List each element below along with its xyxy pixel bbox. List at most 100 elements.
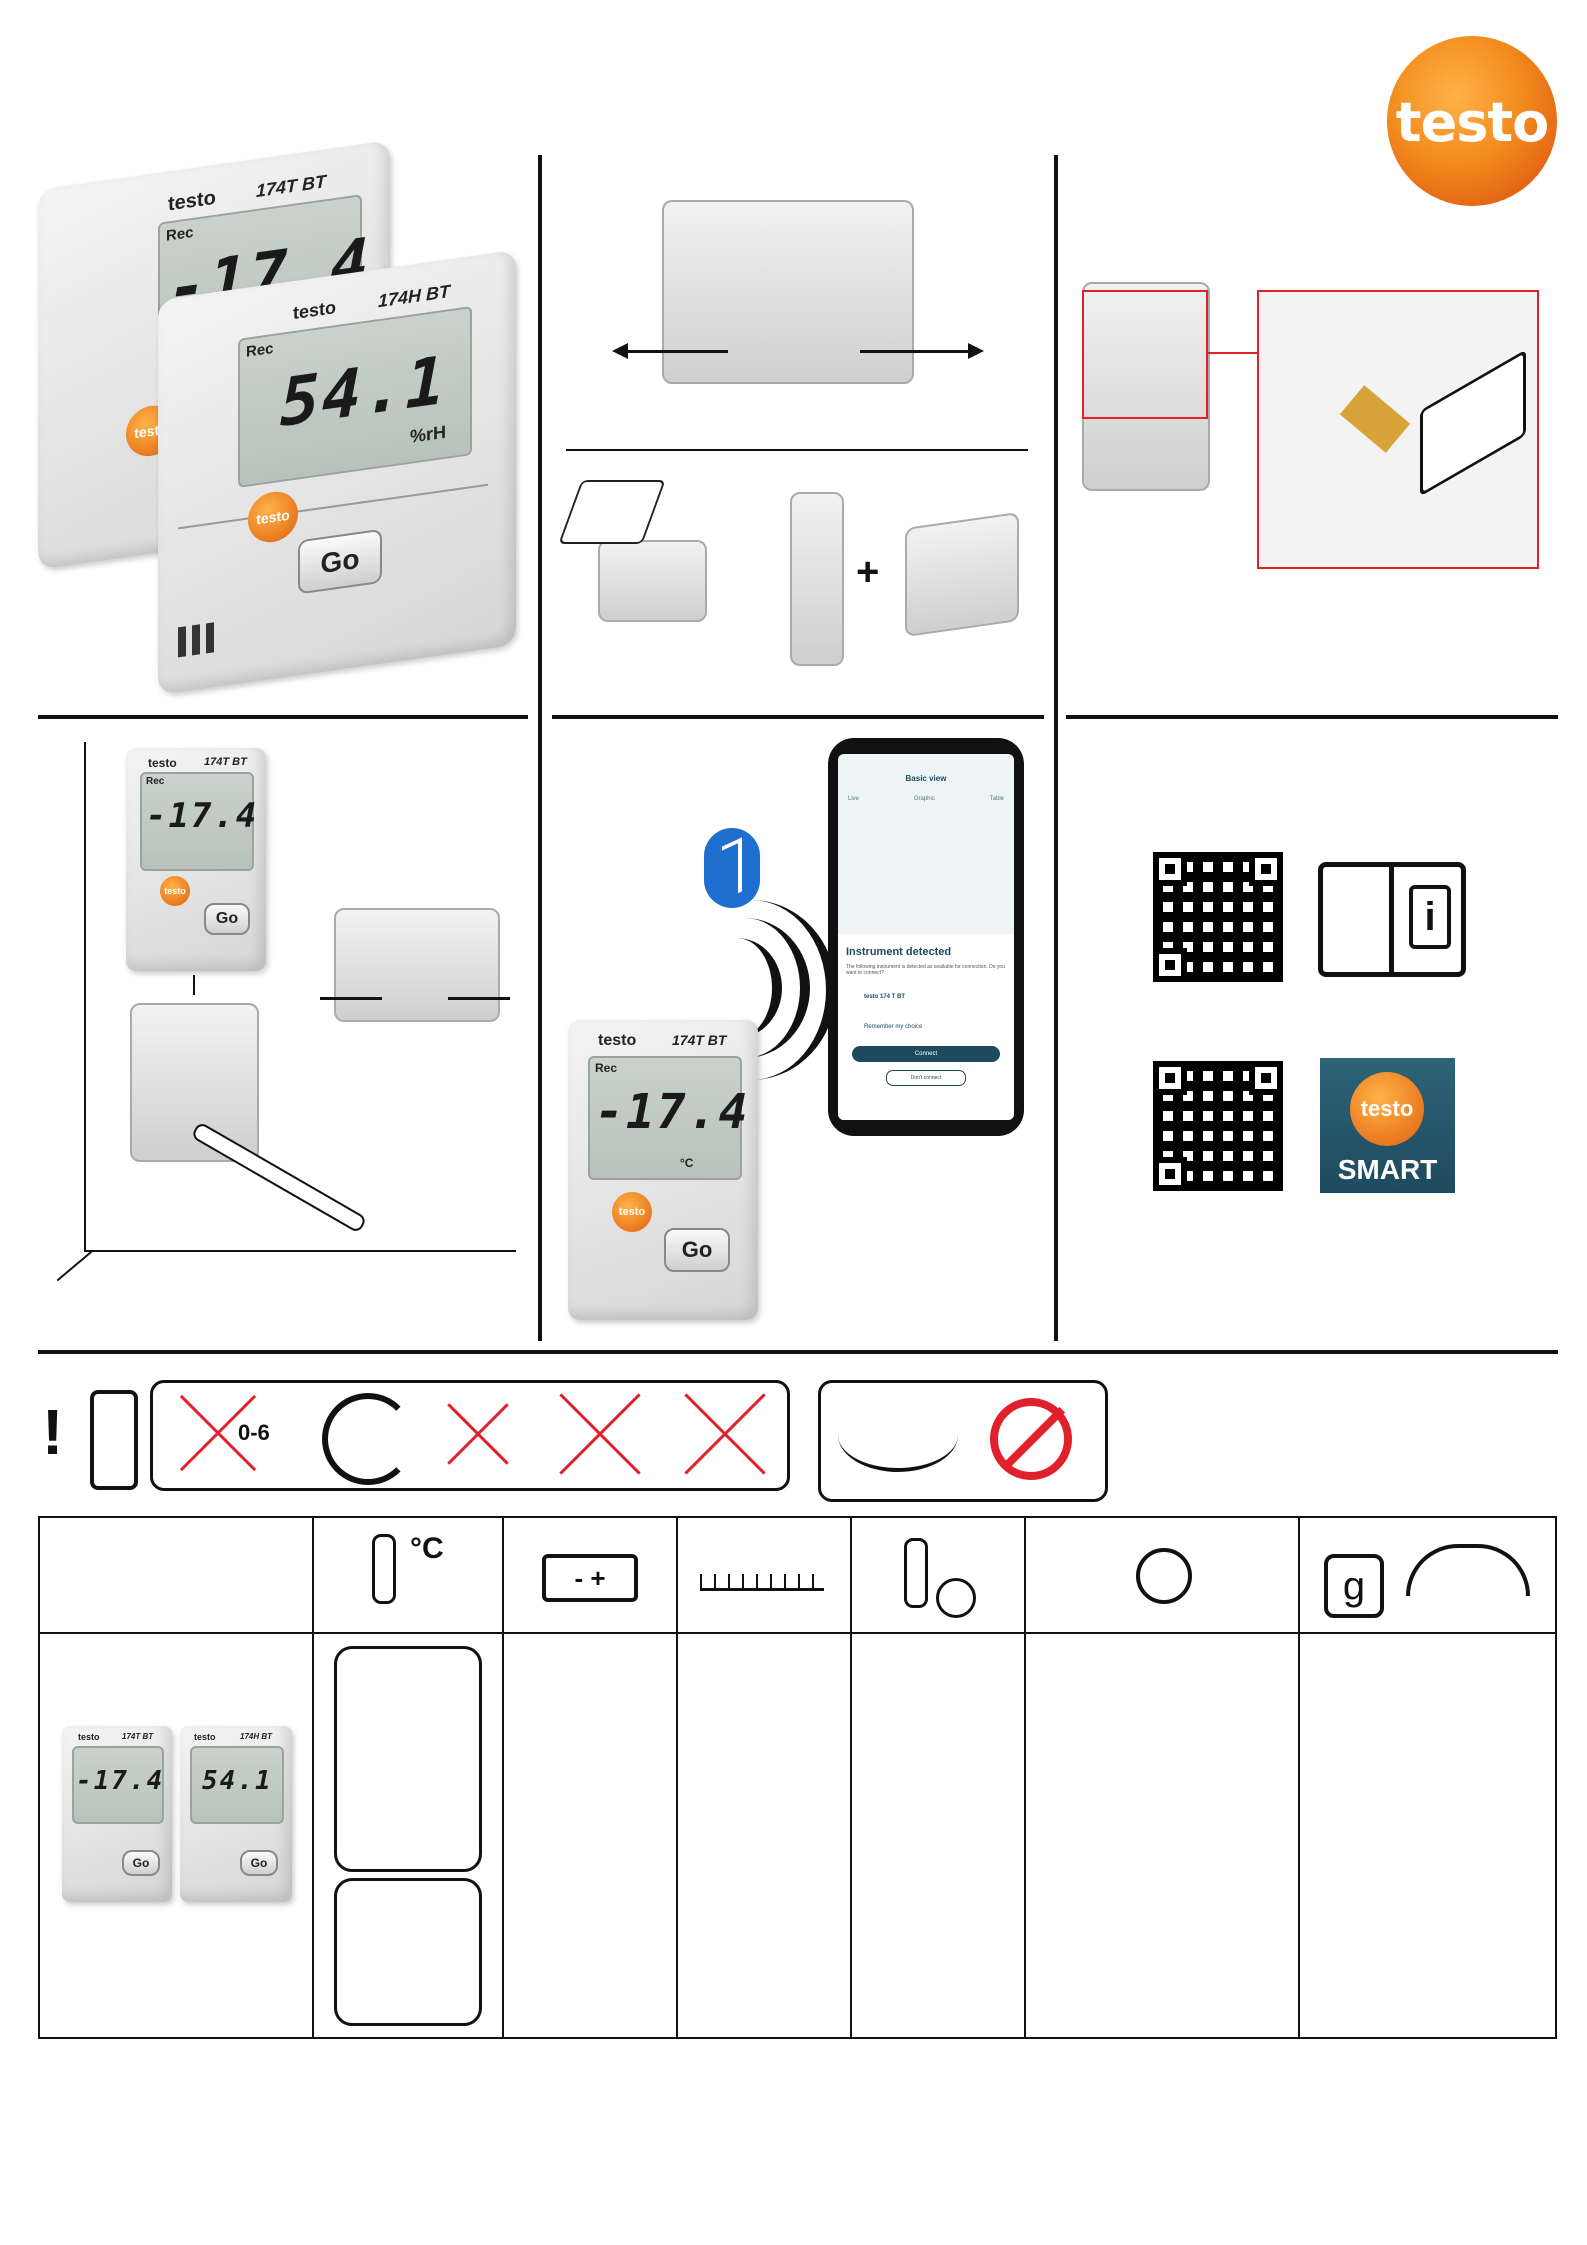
connector-line bbox=[1206, 352, 1258, 354]
divider-h1c bbox=[1066, 715, 1558, 719]
dont-connect-button[interactable]: Don't connect bbox=[886, 1070, 966, 1086]
device-model: 174H BT bbox=[378, 281, 451, 312]
device-lcd: Rec 54.1 %rH bbox=[238, 306, 472, 488]
lcd-rec: Rec bbox=[166, 223, 194, 245]
battery-warnings-box bbox=[150, 1380, 790, 1491]
tab-live[interactable]: Live bbox=[848, 796, 860, 802]
phone-header: Basic view bbox=[905, 774, 947, 783]
phone-tabs: Live Graphic Table bbox=[848, 796, 1004, 802]
device-go-button[interactable]: Go bbox=[664, 1228, 730, 1272]
warning-exclamation-icon: ! bbox=[42, 1396, 64, 1468]
arrow-left bbox=[618, 350, 728, 353]
wall-line-diag bbox=[56, 1250, 93, 1282]
divider-v2 bbox=[1054, 155, 1058, 1341]
crosshair-icon bbox=[1136, 1548, 1192, 1604]
device-top-small bbox=[334, 908, 500, 1022]
arrow-in-left bbox=[320, 997, 382, 1000]
qr-code-manual[interactable] bbox=[1153, 852, 1283, 982]
device-small bbox=[598, 540, 707, 622]
lcd-rec: Rec bbox=[146, 776, 165, 787]
no-short-circuit-icon bbox=[560, 1395, 640, 1473]
device-side-view bbox=[790, 492, 844, 666]
header-battery: - + bbox=[502, 1516, 678, 1634]
device-lcd: Rec -17.4 bbox=[140, 772, 256, 871]
battery-icon: - + bbox=[542, 1554, 638, 1602]
flight-warnings-box bbox=[818, 1380, 1108, 1502]
umbrella-icon bbox=[1406, 1544, 1530, 1596]
dialog-instrument: testo 174 T BT bbox=[864, 994, 906, 1000]
arrow-left-head bbox=[612, 343, 628, 359]
device-go-button[interactable]: Go bbox=[298, 528, 382, 595]
bluetooth-glyph bbox=[722, 837, 742, 901]
device-174h: testo 174H BT Rec 54.1 %rH testo Go bbox=[158, 249, 516, 696]
lcd-value: -17.4 bbox=[595, 1084, 750, 1140]
arrow-down bbox=[193, 975, 195, 995]
app-logo: testo bbox=[1350, 1072, 1424, 1146]
device-174t-small: testo 174T BT Rec -17.4 testo Go bbox=[126, 748, 266, 971]
slide-arrow-icon bbox=[558, 480, 666, 544]
no-transmission-icon bbox=[990, 1398, 1072, 1480]
testo-smart-app-icon[interactable]: testo SMART bbox=[1320, 1058, 1455, 1193]
dialog-text: The following instrument is detected as … bbox=[846, 964, 1005, 976]
wall-line-h bbox=[84, 1250, 516, 1252]
device-back bbox=[1082, 282, 1210, 491]
connect-button[interactable]: Connect bbox=[852, 1046, 1000, 1062]
arrow-right-head bbox=[968, 343, 984, 359]
device-model: 174T BT bbox=[672, 1032, 727, 1048]
device-top-view bbox=[662, 200, 914, 384]
divider-h1a bbox=[38, 715, 528, 719]
smartphone: Basic view Live Graphic Table Instrument… bbox=[828, 738, 1024, 1136]
device-brand: testo bbox=[293, 297, 337, 324]
device-brand: testo bbox=[598, 1032, 637, 1049]
qr-code-app[interactable] bbox=[1153, 1061, 1283, 1191]
dialog-title: Instrument detected bbox=[846, 946, 952, 958]
device-go-button[interactable]: Go bbox=[204, 903, 250, 935]
child-age-label: 0-6 bbox=[238, 1420, 270, 1445]
cell-temp-time bbox=[850, 1632, 1026, 2039]
tab-graphic[interactable]: Graphic bbox=[913, 796, 935, 802]
app-name: SMART bbox=[1337, 1154, 1438, 1185]
device-line bbox=[178, 483, 488, 530]
wall-line-v bbox=[84, 742, 86, 1252]
device-thumb-t: testo 174T BT -17.4 Go bbox=[62, 1726, 172, 1902]
header-temperature: °C bbox=[312, 1516, 504, 1634]
divider-h1b bbox=[552, 715, 1044, 719]
wall-bracket bbox=[905, 511, 1019, 638]
cell-devices: testo 174T BT -17.4 Go testo 174H BT 54.… bbox=[38, 1632, 314, 2039]
bluetooth-icon bbox=[704, 828, 760, 908]
cell-weight bbox=[1298, 1632, 1557, 2039]
highlight-box-small bbox=[1082, 290, 1208, 419]
cell-battery bbox=[502, 1632, 678, 2039]
testo-logo: testo bbox=[1387, 36, 1557, 206]
device-logo: testo bbox=[160, 876, 190, 906]
divider-mid bbox=[566, 449, 1028, 451]
lcd-unit: %rH bbox=[410, 421, 447, 447]
header-device bbox=[38, 1516, 314, 1634]
device-174t-bt: testo 174T BT Rec -17.4 °C testo Go bbox=[568, 1020, 758, 1320]
recycle-icon bbox=[322, 1393, 414, 1485]
arrow-right bbox=[860, 350, 970, 353]
device-lcd: Rec -17.4 °C bbox=[588, 1056, 748, 1180]
dialog-remember[interactable]: Remember my choice bbox=[864, 1024, 923, 1030]
cell-resolution bbox=[676, 1632, 852, 2039]
divider-h2 bbox=[38, 1350, 1558, 1354]
tab-table[interactable]: Table bbox=[989, 796, 1004, 802]
weight-icon: g bbox=[1324, 1554, 1384, 1618]
phone-screen: Basic view Live Graphic Table Instrument… bbox=[838, 754, 1014, 1120]
divider-v1 bbox=[538, 155, 542, 1341]
screwdriver-icon bbox=[190, 1121, 368, 1234]
header-weight-protection: g bbox=[1298, 1516, 1557, 1634]
device-brand: testo bbox=[148, 756, 177, 770]
lcd-rec: Rec bbox=[246, 339, 274, 361]
device-logo: testo bbox=[248, 488, 298, 546]
vent-slots bbox=[178, 621, 218, 658]
device-logo: testo bbox=[612, 1192, 652, 1232]
device-model: 174T BT bbox=[256, 171, 327, 202]
scale-icon bbox=[700, 1574, 824, 1591]
lcd-value: -17.4 bbox=[146, 796, 259, 836]
spec-table: °C - + g testo 174T BT -17.4 bbox=[38, 1516, 1557, 2039]
plus-icon: + bbox=[856, 550, 880, 594]
no-fire-icon bbox=[685, 1395, 765, 1473]
cell-application bbox=[312, 1632, 504, 2039]
battery-warning-icon bbox=[90, 1390, 138, 1490]
